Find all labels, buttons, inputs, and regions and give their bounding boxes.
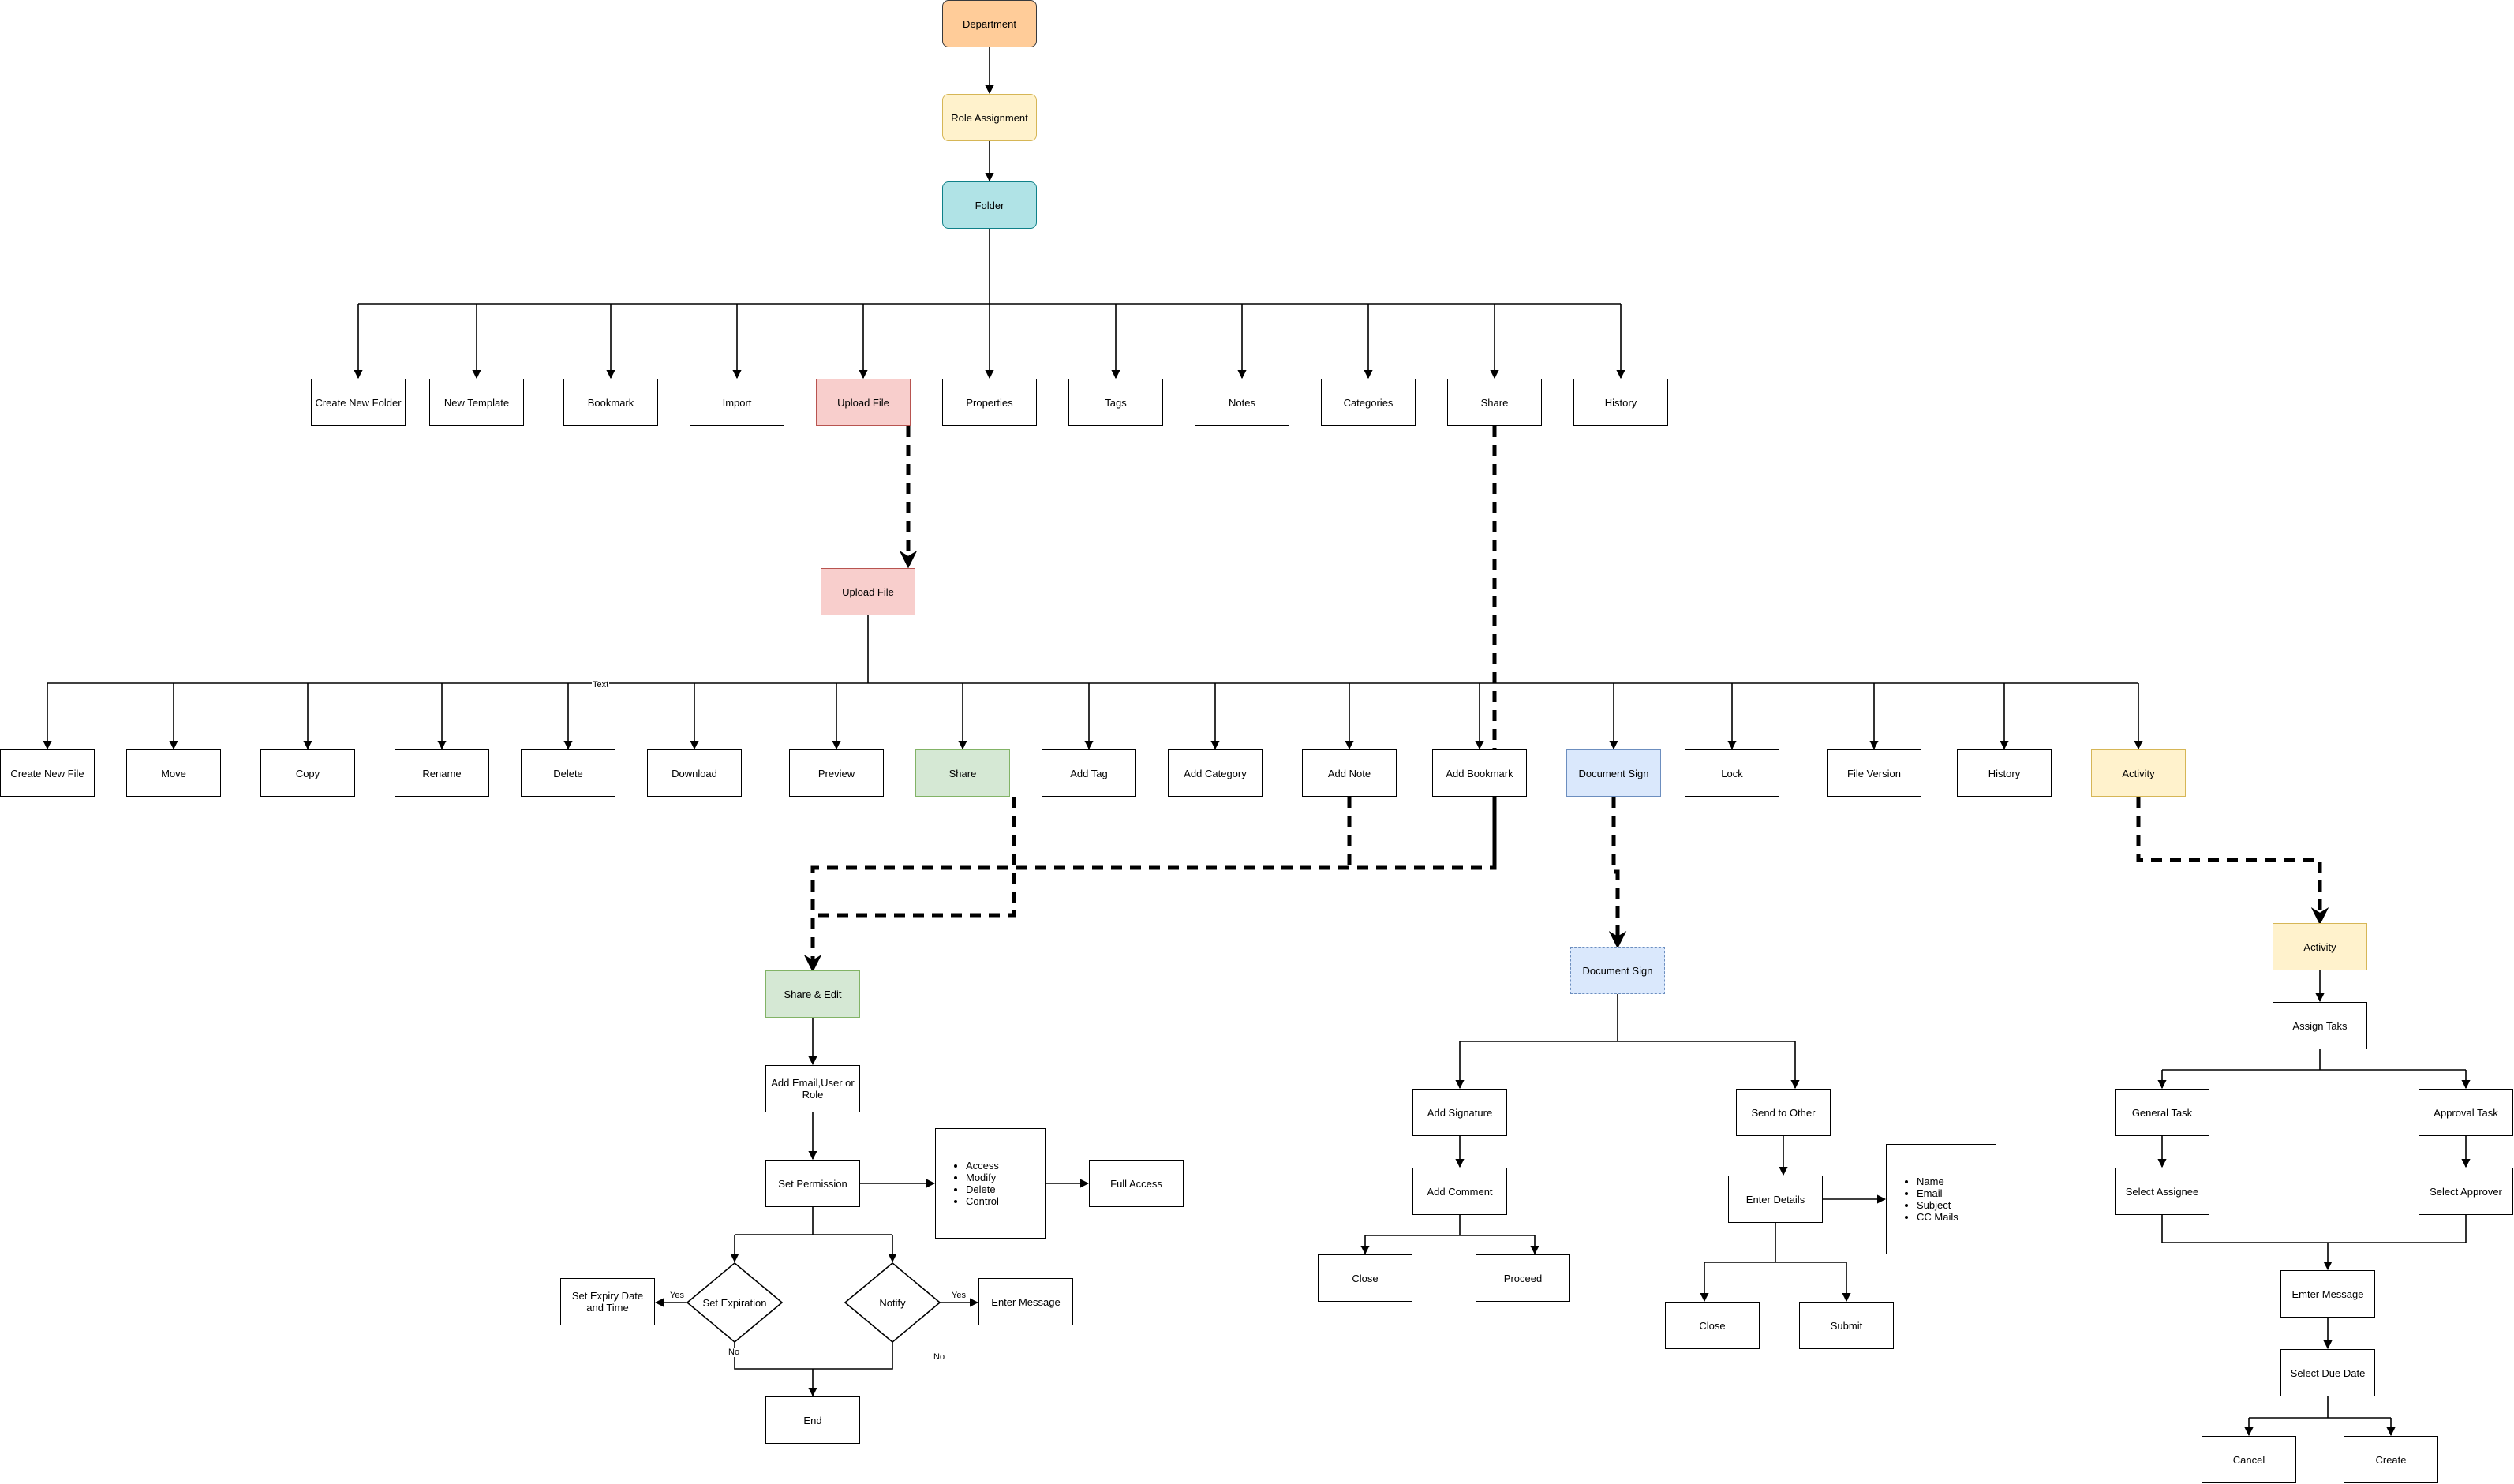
file-action-activity[interactable]: Activity <box>2091 749 2186 797</box>
expiration-yes-label: Yes <box>669 1291 685 1300</box>
folder-action-new-template[interactable]: New Template <box>429 379 524 426</box>
enter-message-activity-node[interactable]: Emter Message <box>2280 1270 2375 1318</box>
file-action-copy[interactable]: Copy <box>260 749 355 797</box>
send-to-other-node[interactable]: Send to Other <box>1736 1089 1831 1136</box>
approval-task-node[interactable]: Approval Task <box>2419 1089 2513 1136</box>
activity-dashed-connector <box>2136 797 2329 925</box>
folder-action-categories[interactable]: Categories <box>1321 379 1416 426</box>
file-action-history[interactable]: History <box>1957 749 2052 797</box>
add-comment-node[interactable]: Add Comment <box>1412 1168 1507 1215</box>
permissions-list: Access Modify Delete Control <box>935 1128 1046 1239</box>
notify-no-label: No <box>933 1352 946 1362</box>
docsign-dashed-connector <box>1608 797 1627 949</box>
end-node[interactable]: End <box>765 1396 860 1444</box>
details-item: Name <box>1917 1176 1958 1187</box>
share-edit-node[interactable]: Share & Edit <box>765 970 860 1018</box>
file-action-lock[interactable]: Lock <box>1685 749 1779 797</box>
sign-close-node[interactable]: Close <box>1318 1254 1412 1302</box>
permission-item: Modify <box>966 1172 999 1183</box>
details-submit-node[interactable]: Submit <box>1799 1302 1894 1349</box>
share-dashed-connector <box>803 426 1497 973</box>
details-list: Name Email Subject CC Mails <box>1886 1144 1996 1254</box>
upload-file-node[interactable]: Upload File <box>821 568 915 615</box>
file-share-dashed-connector <box>813 797 1016 918</box>
set-expiration-label: Set Expiration <box>702 1296 767 1309</box>
file-action-download[interactable]: Download <box>647 749 742 797</box>
file-action-add-bookmark[interactable]: Add Bookmark <box>1432 749 1527 797</box>
file-action-add-note[interactable]: Add Note <box>1302 749 1397 797</box>
assign-task-node[interactable]: Assign Taks <box>2273 1002 2367 1049</box>
full-access-node[interactable]: Full Access <box>1089 1160 1184 1207</box>
notify-yes-label: Yes <box>951 1291 967 1300</box>
document-sign-node[interactable]: Document Sign <box>1570 947 1665 994</box>
create-node[interactable]: Create <box>2344 1436 2438 1483</box>
file-action-move[interactable]: Move <box>126 749 221 797</box>
stray-text-label: Text <box>592 680 610 690</box>
set-expiry-date-time-node[interactable]: Set Expiry Date and Time <box>560 1278 655 1325</box>
details-item: Subject <box>1917 1199 1958 1211</box>
set-permission-node[interactable]: Set Permission <box>765 1160 860 1207</box>
sign-proceed-node[interactable]: Proceed <box>1476 1254 1570 1302</box>
folder-action-notes[interactable]: Notes <box>1195 379 1289 426</box>
add-email-user-role-node[interactable]: Add Email,User or Role <box>765 1065 860 1112</box>
file-action-rename[interactable]: Rename <box>395 749 489 797</box>
c <box>2161 1215 2467 1243</box>
activity-node[interactable]: Activity <box>2273 923 2367 970</box>
permission-item: Access <box>966 1160 999 1172</box>
file-action-create-new-file[interactable]: Create New File <box>0 749 95 797</box>
file-action-preview[interactable]: Preview <box>789 749 884 797</box>
folder-action-share[interactable]: Share <box>1447 379 1542 426</box>
file-action-delete[interactable]: Delete <box>521 749 615 797</box>
select-assignee-node[interactable]: Select Assignee <box>2115 1168 2209 1215</box>
file-action-share[interactable]: Share <box>915 749 1010 797</box>
department-node[interactable]: Department <box>942 0 1037 47</box>
enter-details-node[interactable]: Enter Details <box>1728 1176 1823 1223</box>
file-action-document-sign[interactable]: Document Sign <box>1566 749 1661 797</box>
file-action-add-category[interactable]: Add Category <box>1168 749 1263 797</box>
file-action-file-version[interactable]: File Version <box>1827 749 1921 797</box>
details-close-node[interactable]: Close <box>1665 1302 1760 1349</box>
folder-action-create-new-folder[interactable]: Create New Folder <box>311 379 406 426</box>
expiration-no-label: No <box>728 1348 741 1357</box>
c <box>734 1342 893 1370</box>
folder-action-import[interactable]: Import <box>690 379 784 426</box>
general-task-node[interactable]: General Task <box>2115 1089 2209 1136</box>
cancel-node[interactable]: Cancel <box>2202 1436 2296 1483</box>
permission-item: Control <box>966 1195 999 1207</box>
add-signature-node[interactable]: Add Signature <box>1412 1089 1507 1136</box>
enter-message-node[interactable]: Enter Message <box>978 1278 1073 1325</box>
details-item: CC Mails <box>1917 1211 1958 1223</box>
select-approver-node[interactable]: Select Approver <box>2419 1168 2513 1215</box>
folder-action-upload-file[interactable]: Upload File <box>816 379 911 426</box>
permission-item: Delete <box>966 1183 999 1195</box>
notify-label: Notify <box>879 1296 906 1309</box>
select-due-date-node[interactable]: Select Due Date <box>2280 1349 2375 1396</box>
folder-action-properties[interactable]: Properties <box>942 379 1037 426</box>
file-action-add-tag[interactable]: Add Tag <box>1042 749 1136 797</box>
notify-diamond[interactable] <box>844 1262 941 1343</box>
details-item: Email <box>1917 1187 1958 1199</box>
folder-action-bookmark[interactable]: Bookmark <box>563 379 658 426</box>
set-expiration-diamond[interactable] <box>686 1262 783 1343</box>
role-assignment-node[interactable]: Role Assignment <box>942 94 1037 141</box>
folder-action-history[interactable]: History <box>1573 379 1668 426</box>
folder-action-tags[interactable]: Tags <box>1068 379 1163 426</box>
folder-node[interactable]: Folder <box>942 181 1037 229</box>
